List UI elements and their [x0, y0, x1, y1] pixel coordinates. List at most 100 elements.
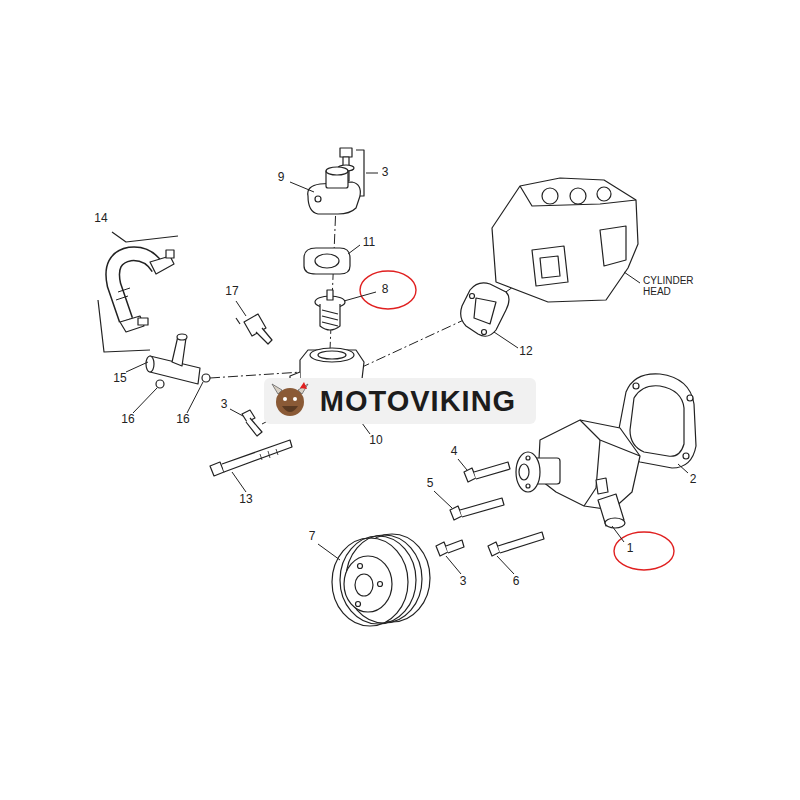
bolt [436, 542, 448, 556]
thermostat-cover [315, 196, 321, 202]
water-pump [605, 518, 625, 528]
thermostat-housing [310, 348, 354, 362]
leader-line [678, 464, 688, 473]
callout-number: 12 [519, 345, 532, 359]
pump-gasket [630, 386, 684, 457]
leader-line [133, 388, 157, 413]
pulley [355, 574, 373, 596]
gasket [315, 254, 339, 268]
leader-line [318, 544, 340, 560]
leader-line [126, 362, 148, 372]
thermostat-housing [318, 351, 346, 359]
pump-gasket [687, 395, 693, 401]
water-pump [596, 478, 608, 494]
leader-line [366, 173, 378, 174]
gasket [461, 283, 509, 336]
bolt [260, 449, 278, 460]
cylinder-head [597, 187, 611, 201]
cylinder-head [492, 178, 638, 302]
hose-clamp [150, 256, 174, 274]
pump-gasket [683, 453, 689, 459]
bolt [488, 542, 500, 556]
bolt [446, 540, 464, 553]
pump-gasket [633, 383, 639, 389]
callout-number: 11 [363, 236, 375, 250]
bolt [464, 468, 476, 482]
water-pump [584, 440, 600, 506]
cylinder-head [540, 256, 560, 278]
highlight-ring [614, 532, 674, 570]
water-pump [516, 452, 540, 492]
bracket [98, 300, 150, 352]
leader-line [187, 382, 203, 413]
watermark-patch [264, 378, 536, 424]
water-fitting [172, 336, 186, 366]
water-fitting [146, 356, 154, 372]
cylinder-head [492, 178, 638, 302]
thermostat-cover [326, 167, 348, 175]
leader-line [494, 332, 518, 348]
callout-number: 10 [369, 434, 382, 448]
callout-number: 13 [239, 493, 252, 507]
pulley [332, 538, 408, 626]
thermostat [315, 290, 345, 330]
bolt [242, 410, 262, 436]
water-pump [526, 456, 530, 460]
leader-line [458, 459, 467, 470]
leader-line [624, 272, 640, 283]
callout-number: 16 [176, 413, 189, 427]
center-line [210, 372, 302, 378]
leader-line [236, 301, 246, 316]
logo-icon [282, 406, 298, 412]
pulley [344, 556, 392, 612]
callout-number: 3 [382, 166, 389, 180]
watermark: MOTOVIKING [320, 385, 516, 418]
temperature-sensor [236, 314, 272, 344]
cylinder-head [570, 188, 586, 204]
leader-line [344, 292, 376, 301]
callout-number: 15 [113, 372, 126, 386]
thermostat [322, 310, 338, 326]
callout-number: 6 [513, 575, 520, 589]
o-ring [202, 374, 210, 382]
callout-number: 9 [278, 171, 285, 185]
leader-line [612, 526, 624, 542]
cylinder-head [600, 226, 626, 266]
cylinder-head [520, 186, 636, 206]
callout-number: 1 [627, 542, 634, 556]
bolt [474, 462, 510, 479]
leader-line [348, 245, 360, 254]
gasket [304, 248, 350, 274]
logo-icon [283, 397, 287, 401]
temperature-sensor [256, 328, 272, 344]
water-pump [580, 420, 640, 456]
thermostat [320, 304, 340, 330]
logo-icon [300, 382, 307, 389]
callout-number: 8 [382, 283, 389, 297]
bolt [450, 498, 504, 520]
callout-number: 17 [225, 285, 238, 299]
exploded-view [98, 148, 696, 626]
leader-line [230, 409, 243, 416]
bolt [436, 540, 464, 556]
callout-number: 5 [427, 477, 434, 491]
bolt [460, 498, 504, 517]
logo-icon [272, 382, 308, 416]
leader-line [126, 173, 688, 574]
cylinder-head [542, 188, 558, 204]
leader-line [497, 556, 514, 574]
callout-number: 3 [221, 398, 228, 412]
callout-number: 14 [94, 212, 107, 226]
center-line [210, 180, 545, 424]
gasket [304, 248, 350, 274]
bolt [246, 418, 262, 436]
pulley [378, 582, 383, 587]
pulley [356, 602, 361, 607]
gasket [470, 294, 475, 299]
thermostat [327, 290, 333, 300]
highlight-ring [360, 271, 416, 309]
bolt [222, 440, 292, 472]
leader-line [434, 491, 452, 508]
water-fitting [177, 334, 187, 340]
